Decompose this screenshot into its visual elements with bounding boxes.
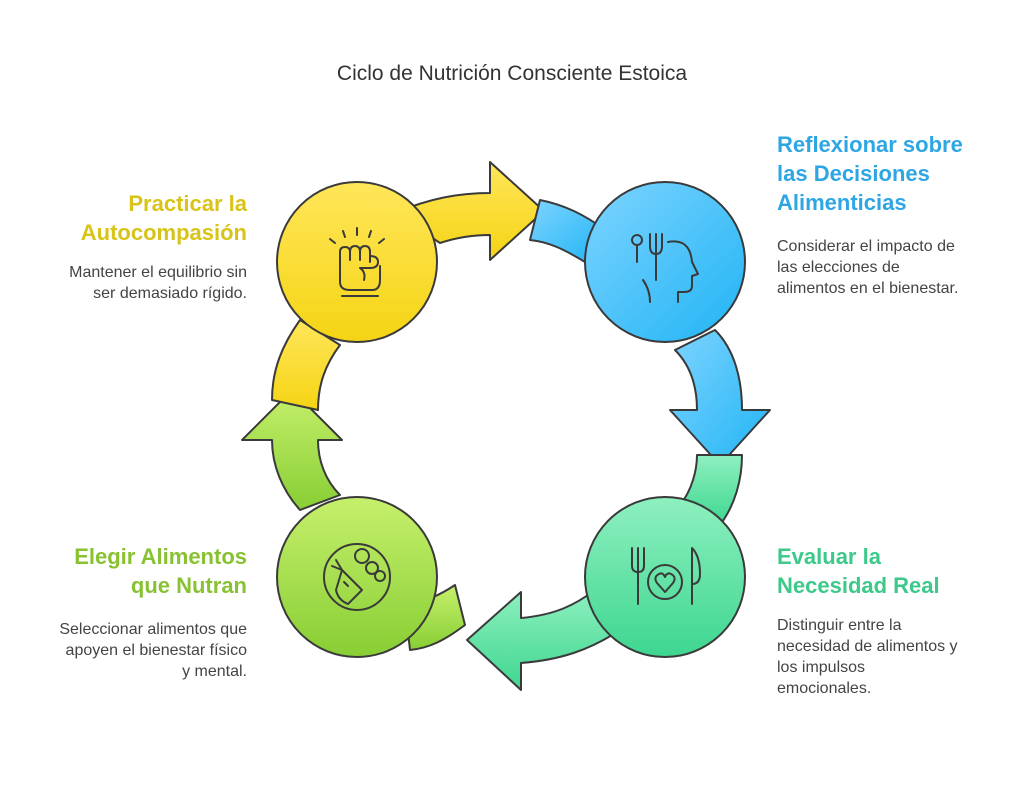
circle-reflect — [584, 181, 746, 343]
diagram-title: Ciclo de Nutrición Consciente Estoica — [336, 62, 688, 85]
arrow-lime-to-yellow — [241, 389, 343, 511]
circle-self-compassion — [276, 181, 438, 343]
fist-icon — [329, 227, 385, 297]
step-desc-self-compassion: Mantener el equilibrio sin ser demasiado… — [69, 264, 247, 302]
step-heading-evaluate: Evaluar la Necesidad Real — [777, 544, 940, 598]
plate-heart-icon — [631, 547, 701, 605]
step-desc-choose-food: Seleccionar alimentos que apoyen el bien… — [59, 621, 247, 680]
step-desc-reflect: Considerar el impacto de las elecciones … — [777, 238, 959, 297]
step-heading-choose-food: Elegir Alimentos que Nutran — [74, 544, 247, 598]
arrow-green-to-lime — [466, 589, 621, 691]
head-utensils-icon — [631, 233, 699, 303]
step-desc-evaluate: Distinguir entre la necesidad de aliment… — [777, 617, 958, 697]
band-yellow-left — [271, 319, 341, 411]
circle-choose-food — [276, 496, 438, 658]
arrow-blue-to-green — [669, 329, 771, 466]
vegetables-icon — [323, 543, 391, 611]
step-heading-reflect: Reflexionar sobre las Decisiones Aliment… — [777, 132, 963, 215]
step-heading-self-compassion: Practicar la Autocompasión — [80, 191, 247, 245]
